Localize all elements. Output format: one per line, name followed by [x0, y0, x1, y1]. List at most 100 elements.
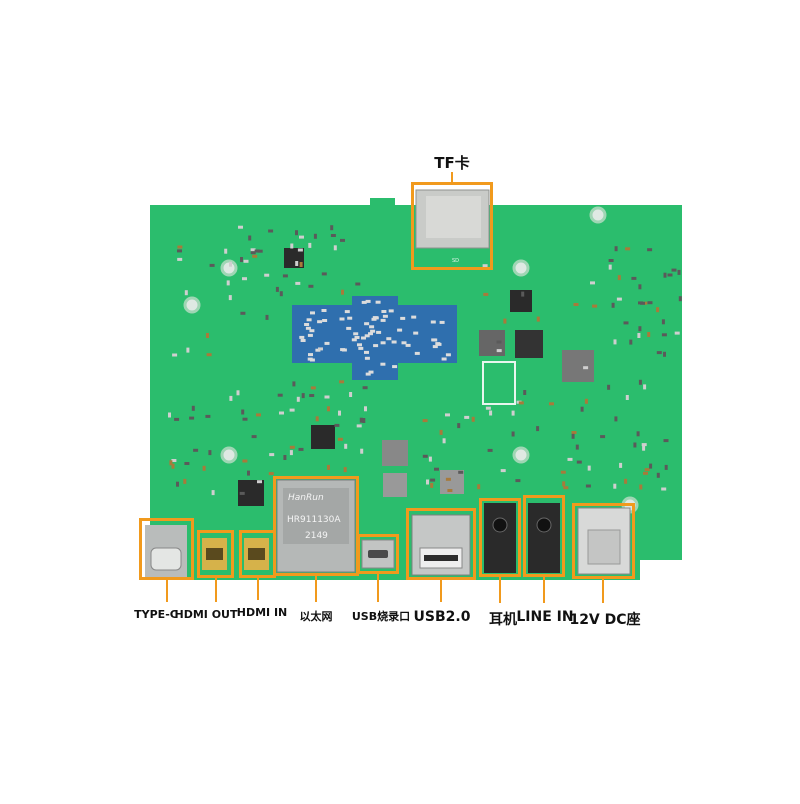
- smd-part: [656, 307, 660, 313]
- soc-smd-part: [344, 310, 350, 314]
- smd-part: [608, 264, 612, 270]
- smd-part: [428, 456, 432, 462]
- smd-part: [617, 275, 621, 281]
- smd-part: [496, 349, 502, 353]
- smd-part: [600, 435, 606, 439]
- smd-part: [321, 272, 327, 276]
- ethernet-brand-text: HanRun: [288, 493, 324, 503]
- hdmi-out-label: HDMI OUT: [174, 608, 238, 621]
- smd-part: [587, 465, 591, 471]
- smd-part: [362, 386, 368, 390]
- ic-chip: [510, 290, 532, 312]
- smd-part: [430, 478, 436, 482]
- smd-part: [251, 435, 257, 439]
- smd-part: [174, 417, 180, 421]
- smd-part: [458, 470, 464, 474]
- smd-part: [656, 472, 660, 478]
- smd-part: [575, 444, 579, 450]
- smd-part: [269, 453, 275, 457]
- soc-smd-part: [439, 320, 445, 324]
- smd-part: [268, 229, 274, 233]
- usb-burn-body: [361, 539, 395, 569]
- line-in-hole: [536, 517, 552, 533]
- smd-part: [334, 423, 340, 427]
- soc-smd-part: [308, 353, 313, 357]
- smd-part: [242, 277, 247, 281]
- smd-part: [607, 384, 611, 390]
- smd-part: [205, 414, 211, 418]
- smd-part: [637, 333, 641, 338]
- smd-part: [638, 326, 642, 332]
- smd-part: [489, 410, 493, 416]
- smd-part: [477, 484, 481, 490]
- type-c-connector: [145, 525, 187, 577]
- smd-part: [663, 351, 666, 357]
- smd-part: [590, 281, 595, 285]
- hdmi-in-connector: [244, 538, 269, 570]
- smd-part: [356, 424, 362, 428]
- soc-smd-part: [365, 299, 371, 303]
- smd-part: [289, 408, 295, 412]
- smd-part: [189, 416, 195, 420]
- soc-smd-part: [445, 353, 451, 357]
- soc-smd-part: [401, 341, 407, 345]
- silkscreen-box: [482, 361, 516, 405]
- smd-part: [434, 467, 439, 471]
- smd-part: [211, 490, 215, 496]
- soc-smd-part: [380, 341, 386, 345]
- smd-part: [171, 459, 177, 462]
- smd-part: [277, 393, 283, 397]
- smd-part: [571, 433, 575, 439]
- hdmi-out-callout-frame: [197, 530, 234, 578]
- soc-smd-part: [413, 331, 419, 335]
- smd-part: [644, 468, 650, 472]
- line-in-jack: [528, 503, 560, 573]
- usb-burn-callout-frame: [357, 534, 399, 574]
- smd-part: [643, 471, 648, 475]
- smd-part: [279, 411, 284, 415]
- soc-smd-part: [309, 329, 315, 333]
- soc-smd-part: [322, 319, 328, 322]
- smd-part: [580, 406, 584, 412]
- usb20-label: USB2.0: [413, 609, 471, 625]
- smd-part: [299, 262, 303, 267]
- smd-part: [608, 259, 614, 262]
- smd-part: [549, 402, 554, 406]
- smd-part: [172, 353, 178, 357]
- soc-smd-part: [354, 336, 360, 339]
- ethernet-part-text: HR911130A: [287, 515, 341, 525]
- smd-part: [641, 443, 647, 447]
- ethernet-label: 以太网: [299, 610, 333, 623]
- smd-part: [585, 484, 591, 488]
- smd-part: [333, 245, 337, 251]
- ethernet-jack: HanRun HR911130A 2149: [276, 479, 356, 573]
- smd-part: [289, 450, 293, 456]
- usb-burn-connector: [361, 539, 395, 569]
- smd-part: [240, 257, 243, 262]
- smd-part: [562, 481, 566, 487]
- inductor: [383, 473, 407, 497]
- soc-smd-part: [369, 325, 375, 329]
- smd-part: [638, 284, 642, 290]
- usb-burn-port: [368, 550, 388, 558]
- soc-smd-part: [432, 345, 438, 349]
- smd-part: [592, 304, 598, 308]
- soc-smd-part: [375, 300, 381, 304]
- smd-part: [511, 410, 515, 416]
- soc-smd-part: [368, 370, 374, 374]
- soc-smd-part: [386, 337, 392, 341]
- smd-part: [560, 470, 566, 474]
- soc-smd-part: [365, 372, 371, 376]
- usb20-tongue: [424, 555, 458, 561]
- smd-part: [257, 249, 263, 253]
- usb-burn-callout-line: [377, 574, 379, 602]
- smd-part: [224, 248, 228, 254]
- smd-part: [573, 303, 579, 306]
- soc-smd-part: [370, 329, 376, 333]
- tf-card-callout-line: [451, 172, 453, 182]
- smd-part: [254, 249, 260, 253]
- ic-chip: [515, 330, 543, 358]
- smd-part: [282, 274, 288, 278]
- smd-part: [623, 321, 629, 325]
- soc-smd-part: [307, 357, 313, 361]
